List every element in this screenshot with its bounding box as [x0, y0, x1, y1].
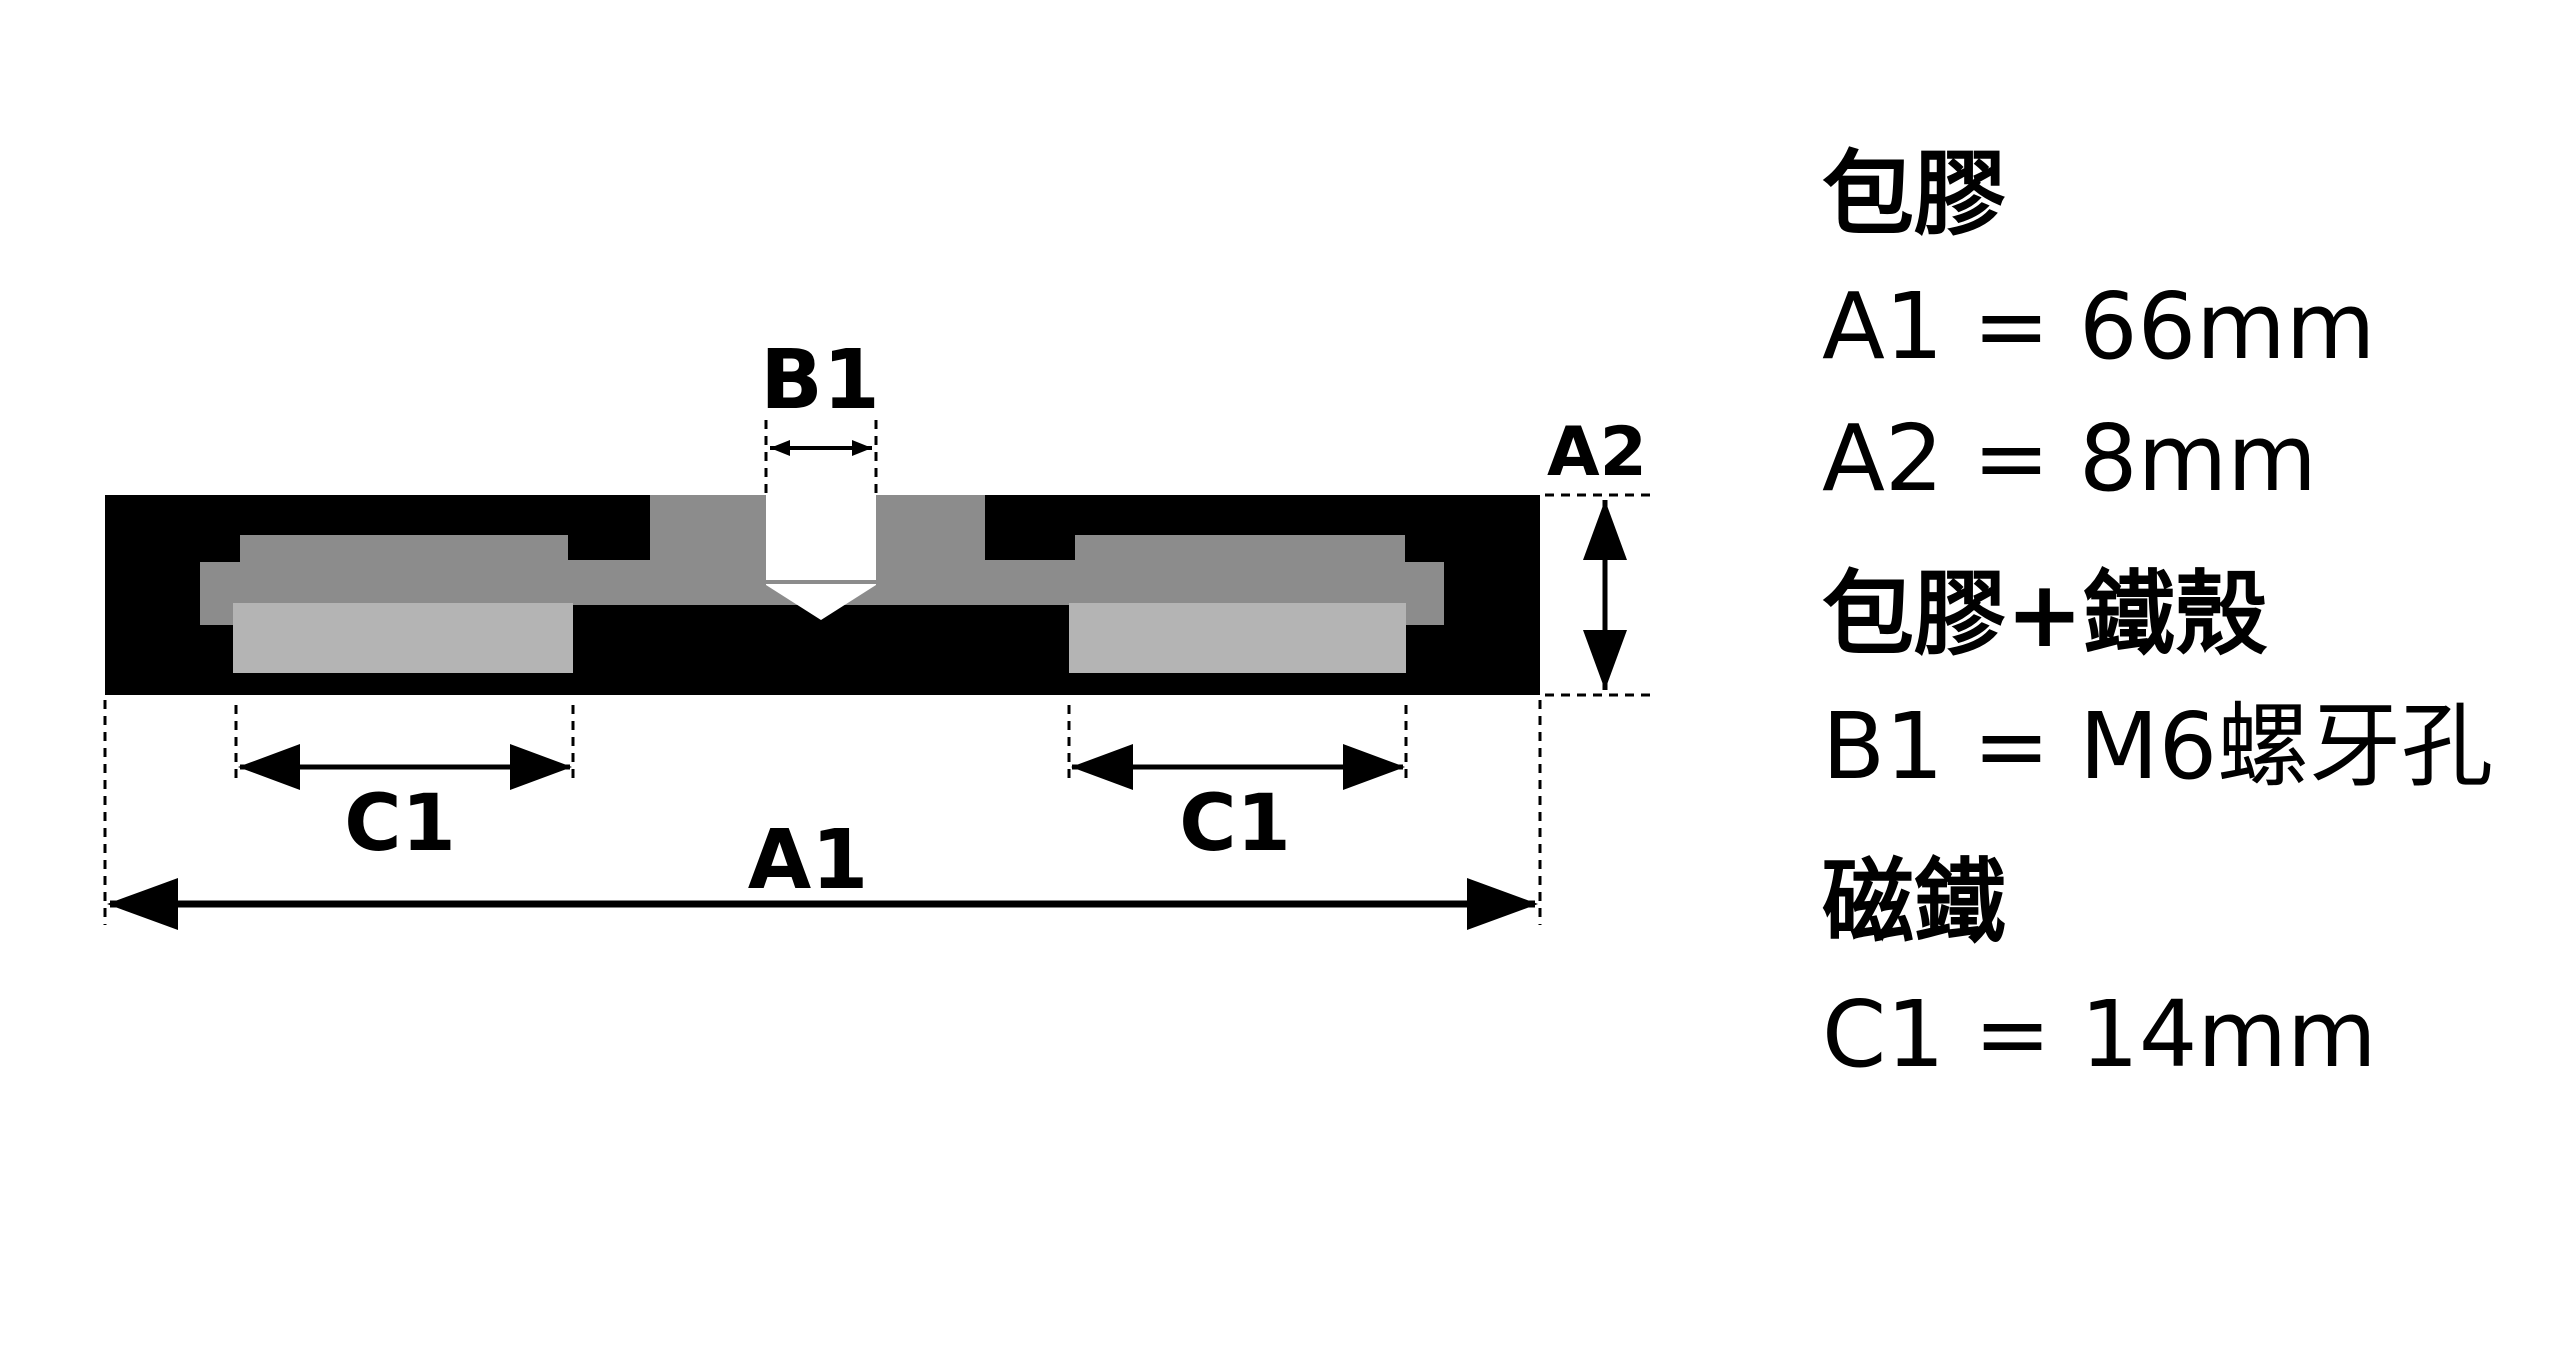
c1-left-arrow-left [238, 744, 300, 790]
legend-shell-title: 包膠+鐵殼 [1822, 561, 2268, 668]
c1-left-label: C1 [344, 779, 456, 869]
magnet-left [233, 603, 573, 673]
a1-label: A1 [748, 813, 869, 908]
c1-right-arrow-right [1343, 744, 1405, 790]
a1-arrow-right [1467, 878, 1538, 930]
c1-right-arrow-left [1071, 744, 1133, 790]
spec-legend: 包膠 A1 = 66mm A2 = 8mm 包膠+鐵殼 B1 = M6螺牙孔 磁… [1822, 145, 2522, 1117]
b1-arrow-right [852, 440, 872, 456]
dimension-lines [107, 440, 1627, 930]
magnet-right [1069, 603, 1406, 673]
a1-arrow-left [107, 878, 178, 930]
b1-label: B1 [760, 333, 880, 428]
a2-label: A2 [1547, 413, 1647, 492]
thread-hole [766, 495, 876, 620]
legend-a2-spec: A2 = 8mm [1822, 405, 2317, 512]
b1-arrow-left [770, 440, 790, 456]
legend-c1-spec: C1 = 14mm [1822, 981, 2377, 1088]
a2-arrow-top [1583, 500, 1627, 560]
a2-arrow-bottom [1583, 630, 1627, 690]
legend-a1-spec: A1 = 66mm [1822, 273, 2376, 380]
c1-right-label: C1 [1179, 779, 1291, 869]
legend-rubber-title: 包膠 [1822, 141, 2007, 248]
extension-lines [103, 420, 1655, 925]
legend-b1-spec: B1 = M6螺牙孔 [1822, 693, 2494, 800]
legend-magnet-title: 磁鐵 [1822, 849, 2007, 956]
c1-left-arrow-right [510, 744, 572, 790]
